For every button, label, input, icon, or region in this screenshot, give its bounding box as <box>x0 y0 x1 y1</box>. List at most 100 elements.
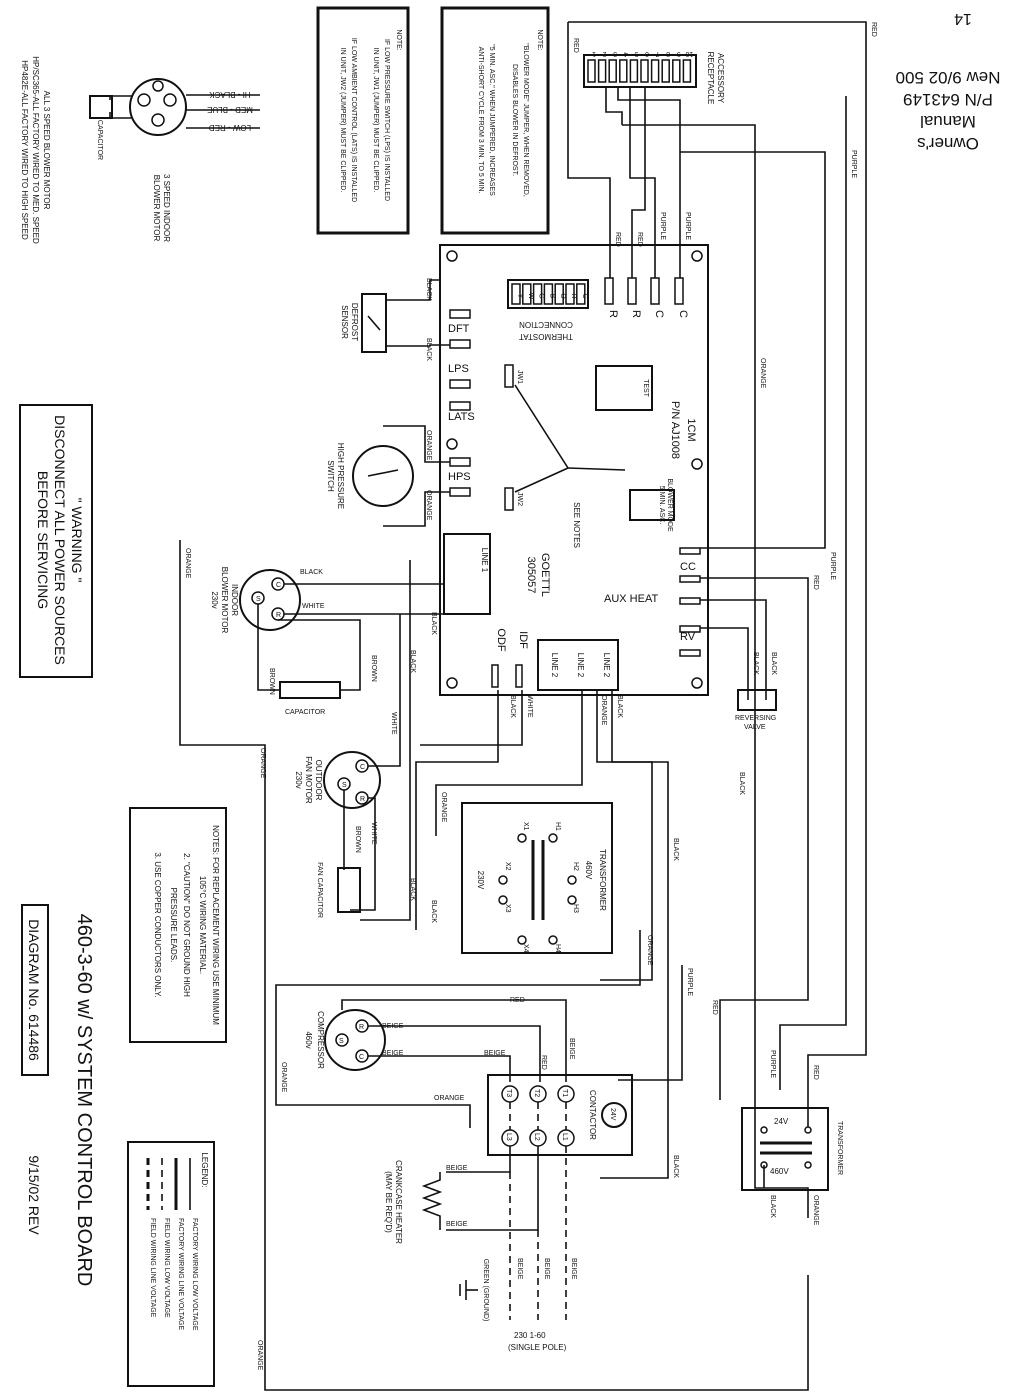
fan-capacitor-label: FAN CAPACITOR <box>316 862 323 918</box>
x3-label: X3 <box>504 904 511 913</box>
wire-label-white: WHITE <box>390 712 397 735</box>
title-block: 460-3-60 w/ SYSTEM CONTROL BOARD DIAGRAM… <box>21 904 95 1286</box>
accessory-pin <box>608 59 617 83</box>
wire-label-orange: ORANGE <box>280 1062 287 1093</box>
thermostat-pin <box>576 283 586 305</box>
wire-label-orange: ORANGE <box>600 695 607 726</box>
t3-label: T3 <box>505 1089 512 1097</box>
comp-r: R <box>359 1024 364 1031</box>
wire-label-black: BLACK <box>770 652 777 675</box>
thermostat-pin-label: C <box>581 293 588 298</box>
run-capacitor-label: CAPACITOR <box>285 709 325 716</box>
accessory-label-1: ACCESSORY <box>716 53 725 104</box>
wire-label-orange: ORANGE <box>256 1340 263 1371</box>
thermostat-pin <box>522 283 532 305</box>
terminal-lps: LPS <box>448 363 469 375</box>
wire-label-orange: ORANGE <box>646 935 653 966</box>
terminal-cc: CC <box>680 561 696 573</box>
terminal-odf: ODF <box>495 628 507 652</box>
hps-label-1: HIGH PRESSURE <box>336 443 345 509</box>
wire-label-beige: BEIGE <box>543 1258 550 1280</box>
wire-label-red: RED <box>812 575 819 590</box>
legend-item-1: FACTORY WIRING LOW VOLTAGE <box>191 1218 198 1331</box>
notes-replacement-2: 105°C WIRING MATERIAL. <box>198 876 207 974</box>
terminal-dft: DFT <box>448 323 470 335</box>
accessory-pin-number: 7 <box>656 50 660 57</box>
test-header <box>595 365 653 411</box>
jw1-jumper <box>504 364 514 388</box>
supply-label-1: 230 1-60 <box>514 1331 546 1340</box>
blower-note-2: HP/SC365-ALL FACTORY WIRED TO MED. SPEED <box>31 56 40 244</box>
compressor: R S C COMPRESSOR 460v <box>304 999 567 1082</box>
reversing-label-1: REVERSING <box>735 715 776 722</box>
five-min-label: 5 MIN. ASC. <box>658 486 665 525</box>
thermostat-label-2: CONNECTION <box>519 320 573 329</box>
comp-c: C <box>359 1054 364 1061</box>
accessory-pin <box>587 59 596 83</box>
x2-label: X2 <box>504 862 511 871</box>
legend-item-4: FIELD WIRING LINE VOLTAGE <box>149 1218 156 1318</box>
wire-label-beige: BEIGE <box>516 1258 523 1280</box>
wire-label-white: WHITE <box>526 695 533 718</box>
thermostat-pin-label: R <box>570 293 577 298</box>
t2-460v-label: 460V <box>770 1167 789 1176</box>
notes-replacement-1: NOTES: FOR REPLACEMENT WIRING USE MINIMU… <box>211 825 220 1025</box>
high-pressure-switch: HIGH PRESSURE SWITCH <box>326 425 450 527</box>
supply-label-2: (SINGLE POLE) <box>508 1343 567 1352</box>
note-blower-1: "BLOWER MODE" JUMPER, WHEN REMOVED, <box>522 43 529 197</box>
accessory-pin-number: 8 <box>666 50 670 57</box>
warning-box: " WARNING " DISCONNECT ALL POWER SOURCES… <box>19 404 93 678</box>
t1-label: T1 <box>561 1089 568 1097</box>
terminal-idf: IDF <box>517 631 529 649</box>
low-red-label: LOW - RED <box>209 123 251 132</box>
h4-label: H4 <box>554 944 561 953</box>
outdoor-label-1: OUTDOOR <box>314 760 323 801</box>
model-pn: P/N AJ1008 <box>669 401 681 459</box>
accessory-pin-number: 6 <box>645 50 649 57</box>
contactor: T3 T2 T1 L3 L2 L1 24V CONTACTOR <box>446 1074 633 1320</box>
compressor-label-2: 460v <box>304 1031 313 1048</box>
legend-item-3: FIELD WIRING LOW VOLTAGE <box>163 1218 170 1318</box>
legend: LEGEND: FACTORY WIRING LOW VOLTAGE FACTO… <box>127 1141 215 1387</box>
blower-motor-section: HI - BLACK MED - BLUE LOW - RED CAPACITO… <box>20 56 260 244</box>
wire-label-purple: PURPLE <box>659 212 666 240</box>
note-blower-4: ANTI-SHORT CYCLE FROM 3 MIN. TO 5 MIN. <box>477 47 484 194</box>
h1-label: H1 <box>554 822 561 831</box>
wire-label-white: WHITE <box>302 603 325 610</box>
manual-line2: Manual <box>920 112 976 131</box>
line1-label: LINE 1 <box>480 548 489 573</box>
wire-labels: RED RED PURPLE RED RED PURPLE PURPLE ORA… <box>184 22 877 1371</box>
control-board-outline <box>439 244 709 696</box>
wire-label-red: RED <box>812 1065 819 1080</box>
model-1cm: 1CM <box>685 418 697 441</box>
see-notes-label: SEE NOTES <box>572 502 581 548</box>
wire-label-purple: PURPLE <box>850 150 857 178</box>
jw2-label: JW2 <box>516 492 523 506</box>
crankcase-heater: CRANKCASE HEATER (MAY BE REQ'D) <box>384 1160 443 1244</box>
thermostat-pin <box>532 283 543 305</box>
page-header: 14 Owner's Manual P/N 643149 New 9/02 50… <box>896 10 1001 153</box>
wire-label-black: BLACK <box>769 1195 776 1218</box>
thermostat-pin-label: O <box>559 293 566 299</box>
outdoor-label-2: FAN MOTOR <box>304 756 313 804</box>
defrost-sensor: DEFROST SENSOR <box>340 279 450 353</box>
wire-label-beige: BEIGE <box>484 1050 506 1057</box>
thermostat-label-1: THERMOSTAT <box>519 332 573 341</box>
thermostat-pin <box>565 283 575 305</box>
accessory-pin <box>650 59 660 83</box>
indoor-r: R <box>276 612 281 619</box>
hps-label-2: SWITCH <box>326 460 335 492</box>
outdoor-r: R <box>360 796 365 803</box>
wire-label-brown: BROWN <box>268 668 275 695</box>
wire-label-orange: ORANGE <box>259 748 266 779</box>
wire-label-beige: BEIGE <box>446 1165 468 1172</box>
indoor-capacitor-symbol <box>279 681 341 699</box>
terminal-hps: HPS <box>448 471 471 483</box>
note-blower-title: NOTE: <box>536 29 543 50</box>
accessory-pin-number: 2 <box>603 50 607 57</box>
jw2-jumper <box>504 487 514 511</box>
terminal-r1: R <box>607 310 619 318</box>
crankcase-label-2: (MAY BE REQ'D) <box>384 1171 393 1233</box>
